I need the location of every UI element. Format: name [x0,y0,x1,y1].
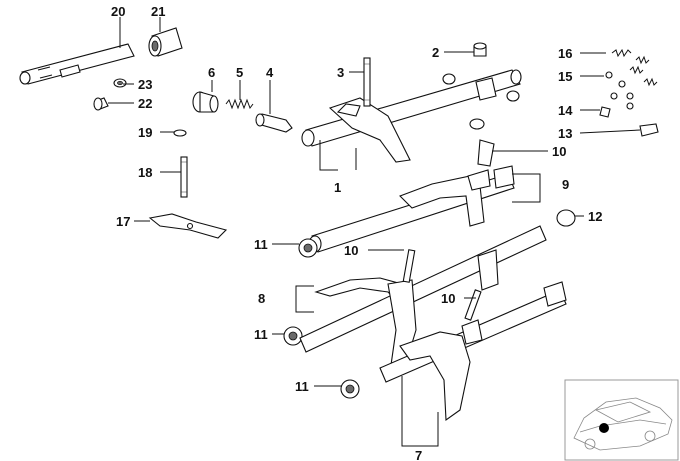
callout-14: 14 [558,103,573,118]
callout-15: 15 [558,69,572,84]
callout-18: 18 [138,165,152,180]
car-outline-icon [573,397,673,451]
bushing-part [473,42,487,57]
callout-10-middle: 10 [344,243,358,258]
callout-4: 4 [266,65,274,80]
washer-11a-part [298,238,318,258]
washer-11c-part [340,379,360,399]
callout-12: 12 [588,209,602,224]
callout-7: 7 [415,448,422,461]
callout-5: 5 [236,65,243,80]
callout-10-lower: 10 [441,291,455,306]
nut-part [639,123,659,137]
callout-17: 17 [116,214,130,229]
callout-labels: 20 21 23 22 19 18 17 6 5 4 3 1 2 16 15 1… [111,4,602,461]
clip-part [173,129,187,137]
sleeve-part [148,27,183,57]
detent-part [255,113,293,133]
callout-20: 20 [111,4,125,19]
plate-part [148,213,228,239]
callout-13: 13 [558,126,572,141]
vehicle-location-thumbnail [564,379,679,461]
washer-part [113,78,127,88]
fork-rod-lower-part [379,281,567,422]
shift-shaft-part [301,57,522,163]
callout-16: 16 [558,46,572,61]
pin-part [180,156,188,198]
spring-part [225,98,254,110]
callout-10-upper: 10 [552,144,566,159]
callout-11-middle: 11 [254,327,268,342]
callout-2: 2 [432,45,439,60]
callout-9: 9 [562,177,569,192]
washer-11b-part [283,326,303,346]
plug-part [192,91,219,113]
cap-part [556,209,576,227]
callout-23: 23 [138,77,152,92]
selector-rod-part [19,43,135,85]
balls-part [605,71,634,110]
roller-part [599,106,611,118]
callout-6: 6 [208,65,215,80]
callout-22: 22 [138,96,152,111]
fork-rod-upper-part [308,139,515,253]
callout-11-lower: 11 [295,379,309,394]
callout-3: 3 [337,65,344,80]
callout-21: 21 [151,4,165,19]
callout-19: 19 [138,125,152,140]
callout-11-upper: 11 [254,237,268,252]
bolt-part [93,97,109,111]
leader-lines [108,17,641,447]
callout-8: 8 [258,291,265,306]
location-marker-icon [599,423,609,433]
callout-1: 1 [334,180,341,195]
springs-part [611,48,658,87]
